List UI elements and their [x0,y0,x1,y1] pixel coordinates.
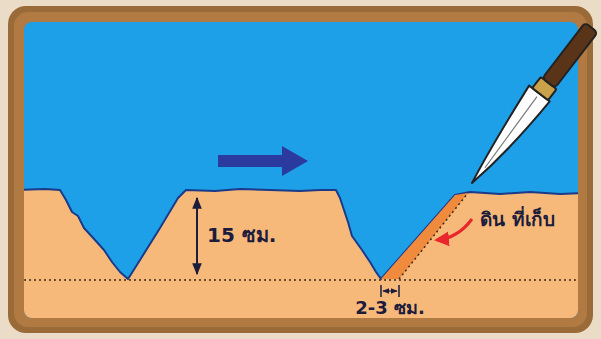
depth-dimension [196,198,198,274]
soil [24,189,578,318]
dimension-label: 15 ซม. [207,223,276,247]
dim-tick [398,285,400,297]
frame-inner [14,12,587,327]
dim-tick [380,285,382,297]
flow-arrow [218,146,308,176]
width-dimension [383,290,397,291]
knife [461,19,601,190]
base-line [24,279,578,281]
pointer-arrow [437,219,472,240]
dimension-label: 2-3 ซม. [355,297,425,319]
frame [8,6,593,333]
cut-line [399,193,468,279]
dimension-label: ดิน ที่เก็บ [480,208,555,231]
